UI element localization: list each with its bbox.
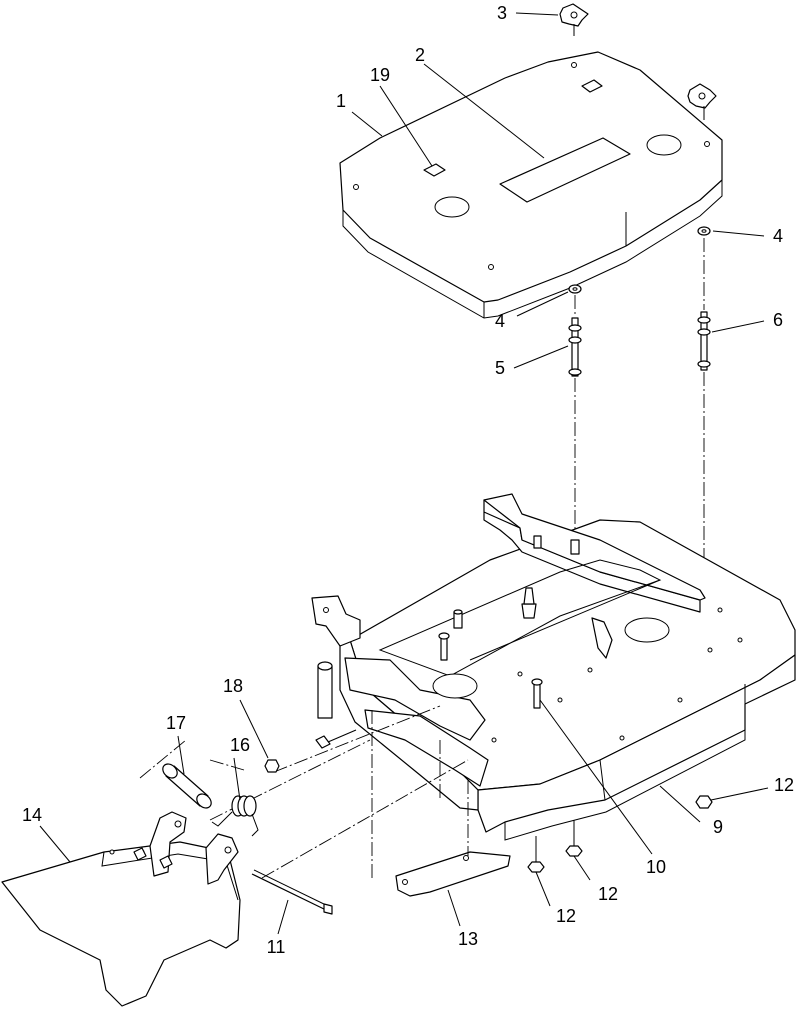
deck-frame bbox=[311, 493, 796, 841]
washer-left bbox=[568, 284, 582, 294]
stud-left bbox=[568, 317, 582, 377]
callout-9: 9 bbox=[713, 817, 723, 837]
washer-right bbox=[697, 226, 711, 236]
callout-6: 6 bbox=[773, 310, 783, 330]
callout-labels: 1 2 3 4 4 5 6 9 10 11 12 12 12 13 14 16 … bbox=[22, 3, 794, 957]
callout-1: 1 bbox=[336, 91, 346, 111]
hinge-rod bbox=[251, 869, 333, 915]
callout-5: 5 bbox=[495, 358, 505, 378]
callout-18: 18 bbox=[223, 676, 243, 696]
callout-10: 10 bbox=[646, 857, 666, 877]
torsion-spring bbox=[211, 795, 259, 837]
callout-4b: 4 bbox=[495, 311, 505, 331]
callout-19: 19 bbox=[370, 65, 390, 85]
leader-lines bbox=[39, 12, 769, 935]
stud-right bbox=[697, 311, 711, 371]
deflector-bracket bbox=[395, 851, 511, 897]
callout-13: 13 bbox=[458, 929, 478, 949]
callout-14: 14 bbox=[22, 805, 42, 825]
callout-3: 3 bbox=[497, 3, 507, 23]
callout-17: 17 bbox=[166, 713, 186, 733]
callout-12b: 12 bbox=[598, 884, 618, 904]
nut-left bbox=[527, 836, 545, 873]
callout-16: 16 bbox=[230, 735, 250, 755]
knob-right bbox=[687, 83, 717, 120]
callout-4a: 4 bbox=[773, 226, 783, 246]
cover-plate bbox=[339, 51, 723, 319]
sleeve bbox=[162, 763, 212, 809]
small-bolt bbox=[264, 759, 280, 773]
pivot-screw bbox=[315, 729, 357, 749]
knob-top bbox=[559, 3, 589, 36]
discharge-deflector bbox=[1, 811, 241, 1007]
callout-12a: 12 bbox=[774, 775, 794, 795]
callout-11: 11 bbox=[267, 937, 286, 957]
nut-right bbox=[695, 795, 713, 809]
nut-center bbox=[565, 820, 583, 857]
decal-plate bbox=[499, 137, 631, 203]
callout-12c: 12 bbox=[556, 906, 576, 926]
callout-2: 2 bbox=[415, 45, 425, 65]
